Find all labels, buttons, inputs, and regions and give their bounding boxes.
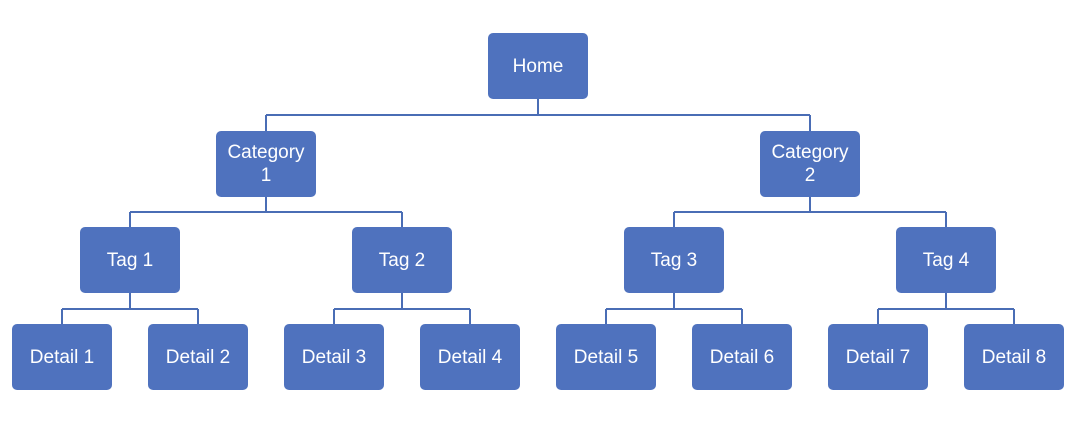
node-detail-1: Detail 1 [12,324,112,390]
node-home-label: Home [512,55,564,77]
node-detail-1-label: Detail 1 [29,346,95,368]
node-tag-4-label: Tag 4 [922,249,970,271]
node-detail-8: Detail 8 [964,324,1064,390]
node-category-1-label: Category 1 [227,142,305,186]
node-category-1: Category 1 [216,131,316,197]
node-detail-2-label: Detail 2 [165,346,231,368]
node-tag-4: Tag 4 [896,227,996,293]
node-detail-7-label: Detail 7 [845,346,911,368]
node-detail-6: Detail 6 [692,324,792,390]
node-tag-3-label: Tag 3 [650,249,698,271]
node-detail-5-label: Detail 5 [573,346,639,368]
node-detail-3-label: Detail 3 [301,346,367,368]
node-tag-2: Tag 2 [352,227,452,293]
node-home: Home [488,33,588,99]
node-category-2-label: Category 2 [771,142,849,186]
node-tag-2-label: Tag 2 [378,249,426,271]
node-detail-7: Detail 7 [828,324,928,390]
node-detail-6-label: Detail 6 [709,346,775,368]
node-detail-8-label: Detail 8 [981,346,1047,368]
node-tag-3: Tag 3 [624,227,724,293]
node-tag-1-label: Tag 1 [106,249,154,271]
node-tag-1: Tag 1 [80,227,180,293]
node-detail-2: Detail 2 [148,324,248,390]
node-detail-5: Detail 5 [556,324,656,390]
node-detail-3: Detail 3 [284,324,384,390]
node-category-2: Category 2 [760,131,860,197]
node-detail-4: Detail 4 [420,324,520,390]
node-detail-4-label: Detail 4 [437,346,503,368]
